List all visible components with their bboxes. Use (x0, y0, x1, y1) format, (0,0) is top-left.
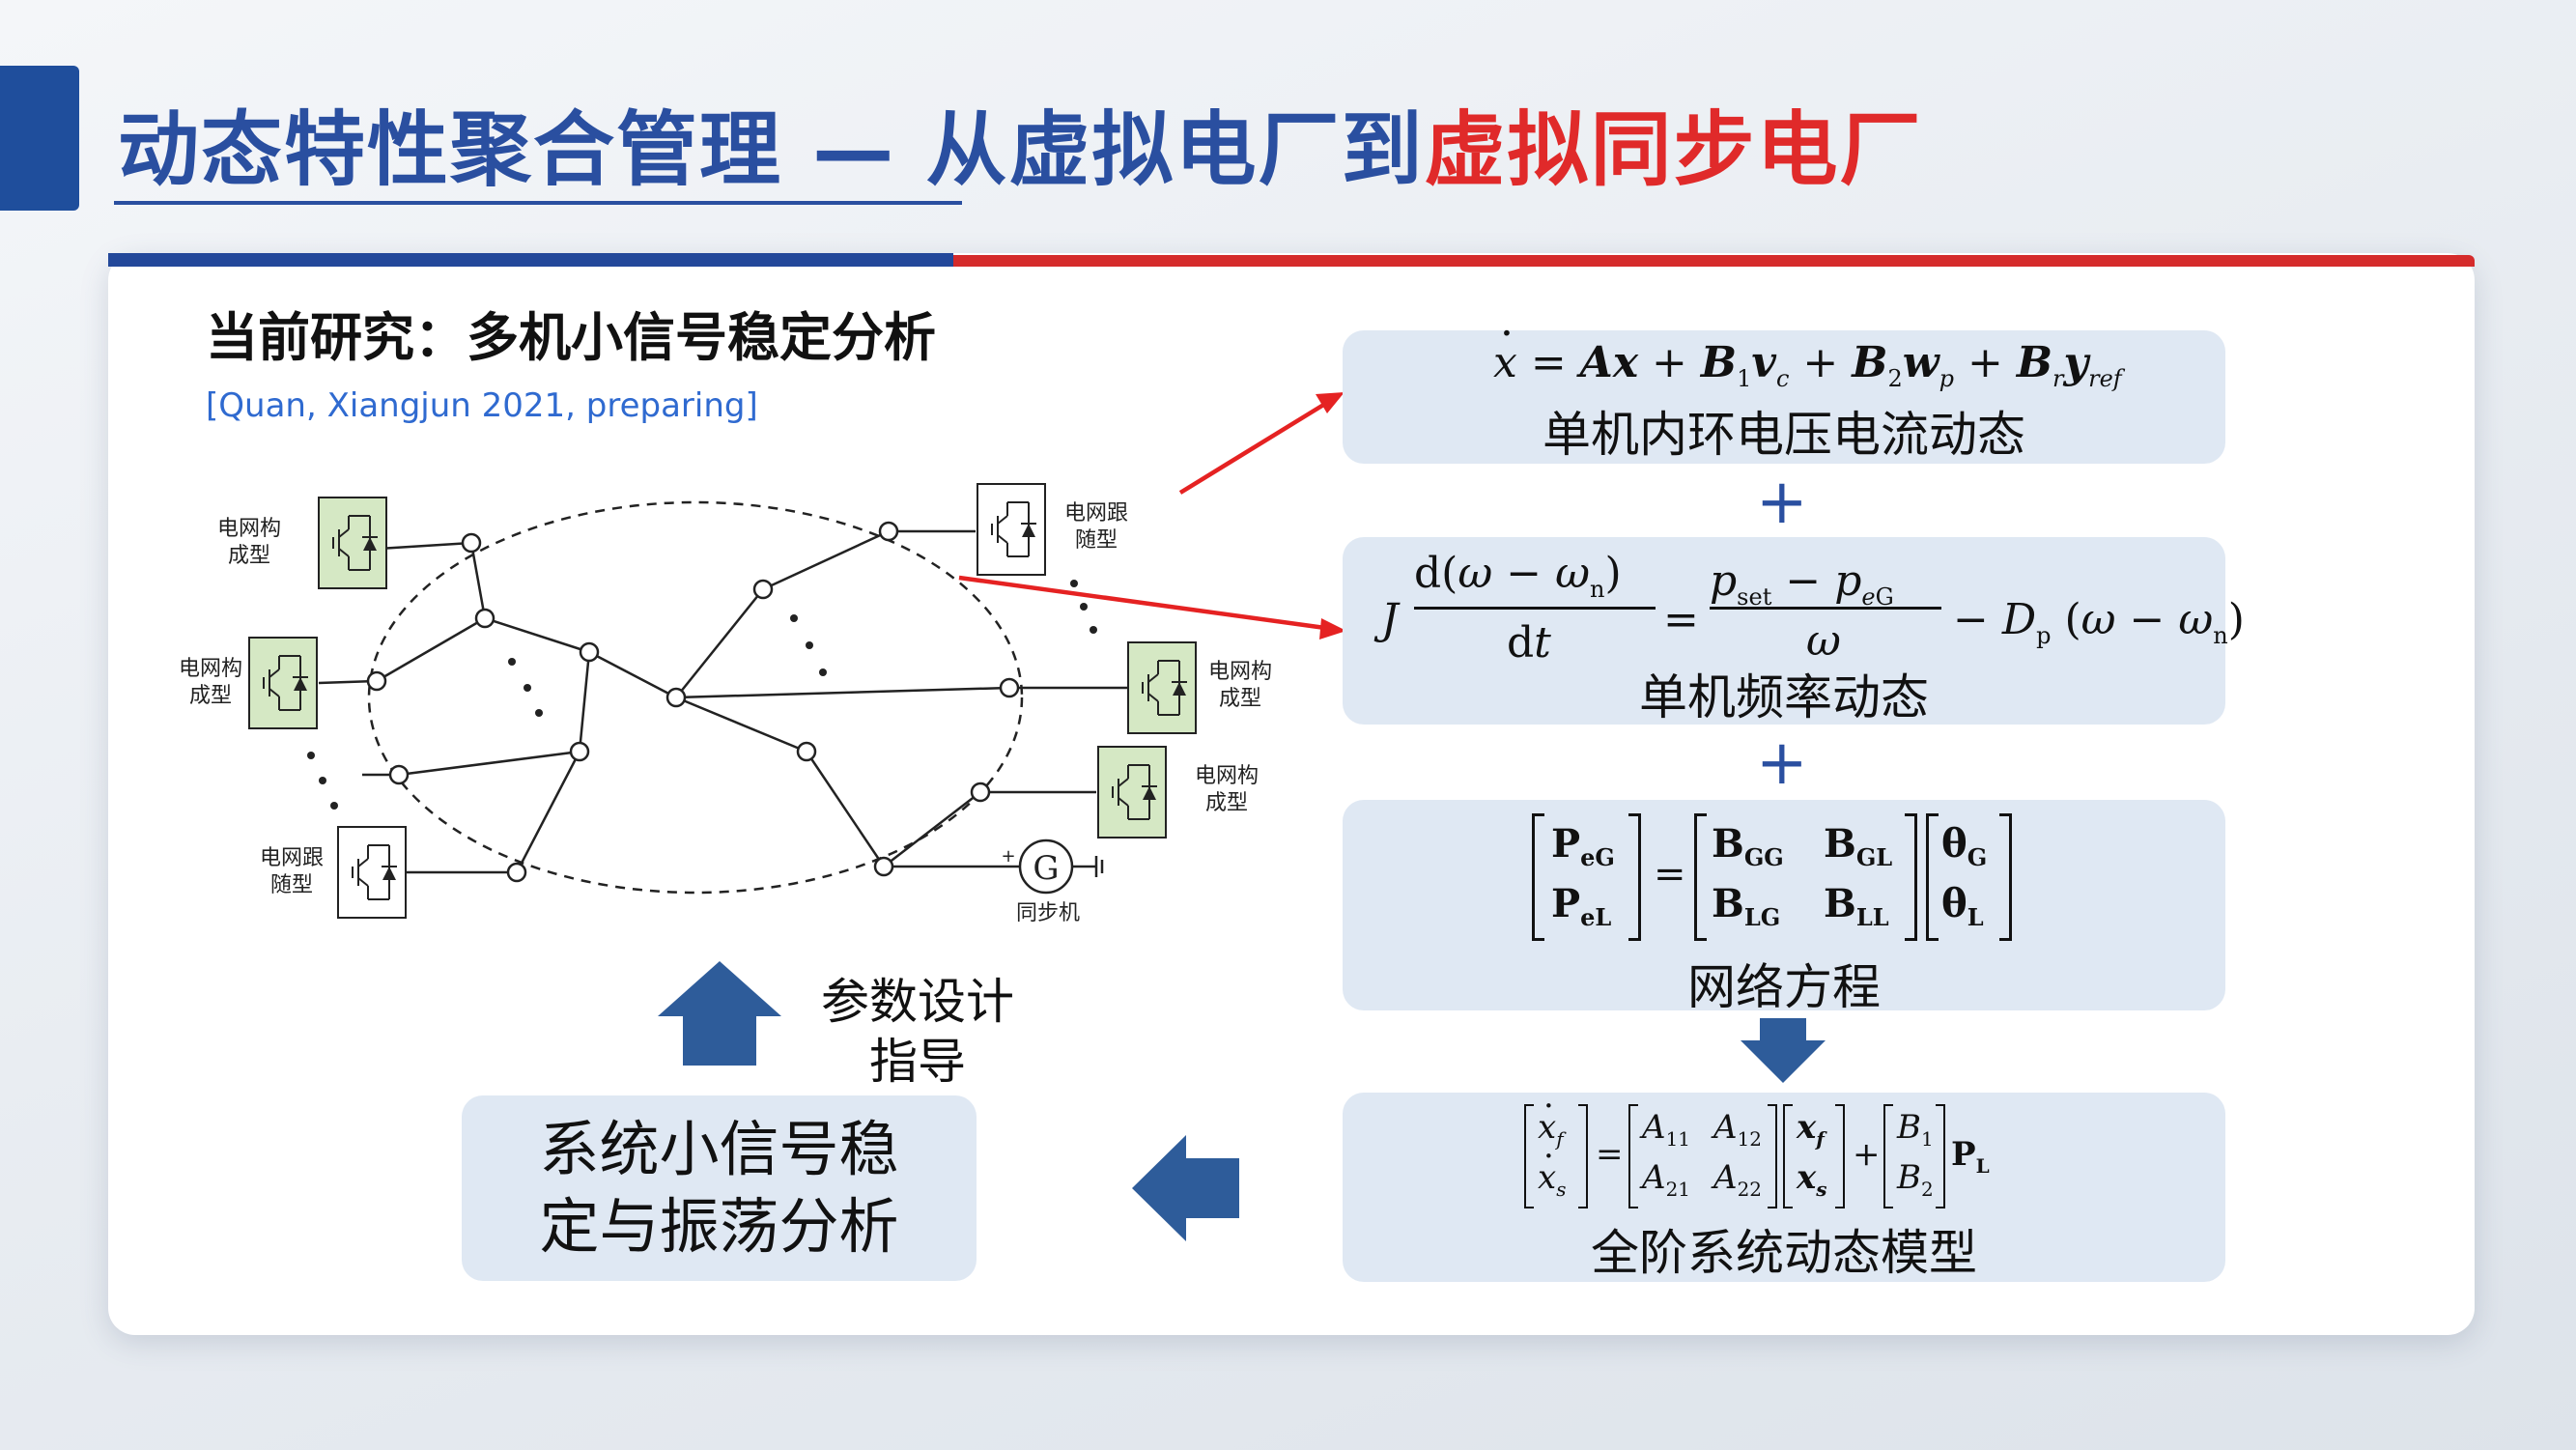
inner-loop-caption: 单机内环电压电流动态 (1543, 407, 2025, 463)
guidance-line1: 参数设计 (821, 974, 1014, 1030)
label-grid-forming-3-line1: 电网构 (1208, 660, 1272, 684)
label-grid-forming-1-line1: 电网构 (217, 517, 281, 541)
network-equation-box: PeG PeL = BGG BGL BLG BLL θG θL 网络方程 (1343, 800, 2225, 1015)
label-grid-forming-4-line1: 电网构 (1195, 764, 1259, 788)
inner-loop-equation-box: x· = Ax + B1vc + B2wp + Bryref 单机内环电压电流动… (1343, 309, 2225, 464)
synchronous-generator (1018, 839, 1104, 895)
full-order-model-box: xf xs · · = A11 A12 A21 A22 xf xs + B1 B… (1343, 1087, 2225, 1282)
plus-icon-1: + (1756, 467, 1808, 538)
network-caption: 网络方程 (1687, 959, 1881, 1015)
page-title: 动态特性聚合管理 — 从虚拟电厂到虚拟同步电厂 (118, 102, 1923, 197)
grid-forming-converter-3 (1127, 641, 1197, 734)
title-underline (114, 201, 962, 205)
grid-forming-converter-1 (318, 497, 387, 589)
frequency-equation-box: J d(ω − ωn) dt = pset − peG ω − Dp (ω − … (1343, 537, 2245, 725)
label-grid-forming-2-line1: 电网构 (179, 657, 242, 681)
left-arrow-icon (1132, 1135, 1239, 1241)
pointer-arrows (958, 392, 1346, 640)
analysis-line2: 定与振荡分析 (539, 1191, 899, 1262)
small-signal-analysis-box: 系统小信号稳 定与振荡分析 (462, 1095, 977, 1281)
grid-following-converter-1 (337, 826, 407, 919)
label-grid-forming-3-line2: 成型 (1219, 687, 1261, 711)
generator-plus: + (1001, 846, 1015, 867)
section-subtitle: 当前研究：多机小信号稳定分析 (206, 307, 936, 368)
full-order-caption: 全阶系统动态模型 (1591, 1225, 1977, 1281)
grid-lines (318, 529, 1130, 874)
label-grid-following-1-line2: 随型 (270, 873, 313, 897)
inner-loop-equation: x· = Ax + B1vc + B2wp + Bryref (1493, 309, 2122, 392)
analysis-line1: 系统小信号稳 (539, 1114, 899, 1184)
plus-icon-2: + (1756, 727, 1808, 799)
label-synchronous-machine: 同步机 (1016, 901, 1080, 925)
generator-symbol: G (1033, 849, 1059, 888)
label-grid-following-2-line1: 电网跟 (1064, 501, 1128, 526)
label-grid-following-1-line1: 电网跟 (260, 846, 324, 870)
card-top-bar-blue (108, 253, 953, 267)
up-arrow-icon (658, 961, 781, 1066)
label-grid-forming-4-line2: 成型 (1205, 791, 1248, 815)
guidance-line2: 指导 (869, 1034, 966, 1090)
label-grid-forming-1-line2: 成型 (228, 544, 270, 568)
title-highlight: 虚拟同步电厂 (1424, 102, 1923, 197)
grid-forming-converter-4 (1097, 746, 1167, 839)
citation: [Quan, Xiangjun 2021, preparing] (206, 386, 758, 425)
bus-nodes (366, 521, 1020, 883)
frequency-caption: 单机频率动态 (1639, 669, 1929, 725)
ellipsis-dots (307, 580, 1097, 810)
grid-boundary (367, 500, 1024, 895)
grid-forming-converter-2 (248, 637, 318, 729)
label-grid-forming-2-line2: 成型 (189, 684, 232, 708)
accent-block (0, 66, 79, 211)
grid-following-converter-2 (977, 483, 1046, 576)
parameter-design-guidance: 参数设计 指导 (821, 972, 1014, 1092)
down-arrow-icon (1741, 1018, 1826, 1083)
card-top-bar-red (953, 255, 2475, 267)
label-grid-following-2-line2: 随型 (1075, 528, 1118, 553)
